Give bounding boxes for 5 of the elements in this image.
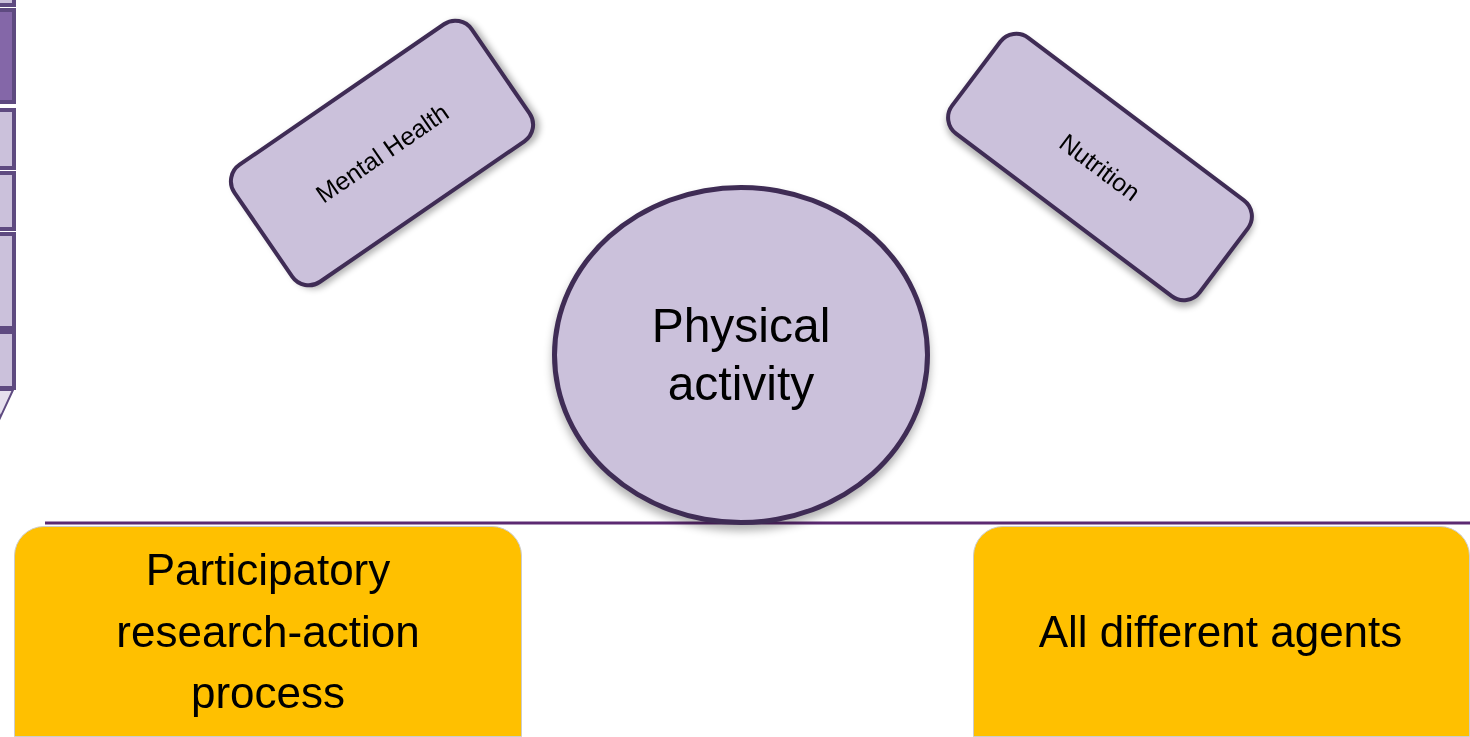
node-label: Physical activity bbox=[650, 298, 832, 412]
rounded-rectangle bbox=[973, 526, 1470, 737]
rounded-rectangle bbox=[14, 526, 522, 737]
node-label: All different agents bbox=[1038, 605, 1403, 658]
node-label: Participatory research-action process bbox=[115, 544, 421, 720]
